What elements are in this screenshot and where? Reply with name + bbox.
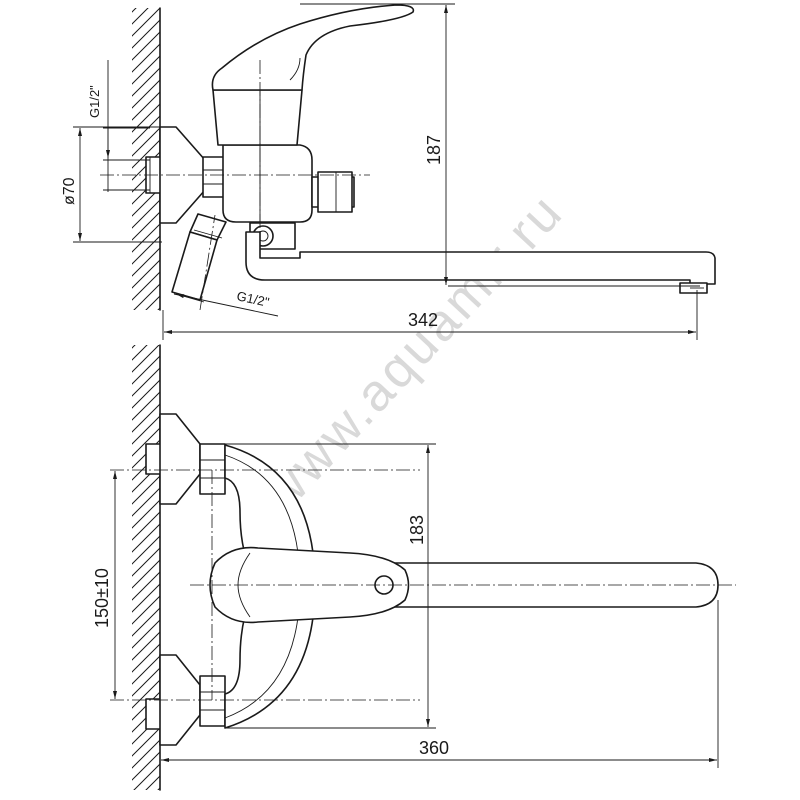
top-view: 150±10 183 360	[92, 344, 736, 791]
height-label: 187	[424, 135, 444, 165]
dim-thread-top: G1/2"	[87, 60, 150, 192]
body-cap-side	[311, 171, 355, 213]
side-view: G1/2" ø70 G1/2" 187	[61, 3, 716, 340]
length-side-label: 342	[408, 310, 438, 330]
dim-flange-diameter: ø70	[61, 126, 162, 243]
upper-inlet-top	[145, 413, 226, 505]
length-top-label: 360	[419, 738, 449, 758]
dim-depth: 183	[225, 443, 436, 729]
angled-inlet-side	[171, 213, 227, 301]
flange-diameter-label: ø70	[61, 177, 78, 205]
watermark-text: www.aquamir.ru	[251, 182, 575, 524]
dim-inlet-spacing: 150±10	[92, 471, 118, 699]
mixer-body-side	[212, 89, 313, 223]
dim-length-side: 342	[162, 290, 698, 340]
thread-bottom-label: G1/2"	[235, 288, 271, 310]
dim-length-top: 360	[159, 600, 719, 768]
thread-top-label: G1/2"	[87, 85, 102, 118]
depth-label: 183	[407, 515, 427, 545]
dim-height: 187	[300, 3, 700, 287]
inlet-spacing-label: 150±10	[92, 568, 112, 628]
spout-side	[245, 231, 716, 285]
lever-handle-side[interactable]	[211, 4, 415, 91]
dim-thread-bottom: G1/2"	[173, 288, 279, 317]
